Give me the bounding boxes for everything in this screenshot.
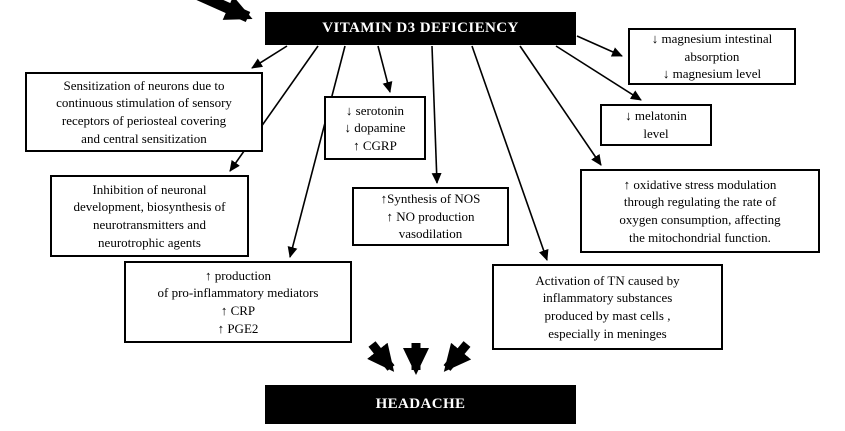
node-nos-synthesis-vasodilation: ↑Synthesis of NOS ↑ NO production vasodi… — [352, 187, 509, 246]
node-tn-activation-mast-cells: Activation of TN caused by inflammatory … — [492, 264, 723, 350]
node-proinflammatory-mediators: ↑ production of pro-inflammatory mediato… — [124, 261, 352, 343]
arrow-to-magnesium — [576, 35, 623, 57]
node-serotonin-dopamine-cgrp: ↓ serotonin ↓ dopamine ↑ CGRP — [324, 96, 426, 160]
incoming-arrow — [196, 0, 253, 23]
headache-arrow-right — [443, 341, 472, 372]
headache-arrow-left — [367, 341, 395, 372]
arrow-to-serotonin — [377, 45, 393, 93]
outcome-headache: HEADACHE — [265, 385, 576, 424]
arrow-to-sensitization — [251, 45, 288, 69]
node-inhibition-neuronal-development: Inhibition of neuronal development, bios… — [50, 175, 249, 257]
title-vitamin-d3-deficiency: VITAMIN D3 DEFICIENCY — [265, 12, 576, 45]
arrow-to-oxidative — [519, 45, 602, 166]
node-oxidative-stress-modulation: ↑ oxidative stress modulation through re… — [580, 169, 820, 253]
arrow-to-nos — [431, 45, 442, 184]
node-magnesium-absorption: ↓ magnesium intestinal absorption ↓ magn… — [628, 28, 796, 85]
node-melatonin-level: ↓ melatonin level — [600, 104, 712, 146]
node-sensitization-of-neurons: Sensitization of neurons due to continuo… — [25, 72, 263, 152]
